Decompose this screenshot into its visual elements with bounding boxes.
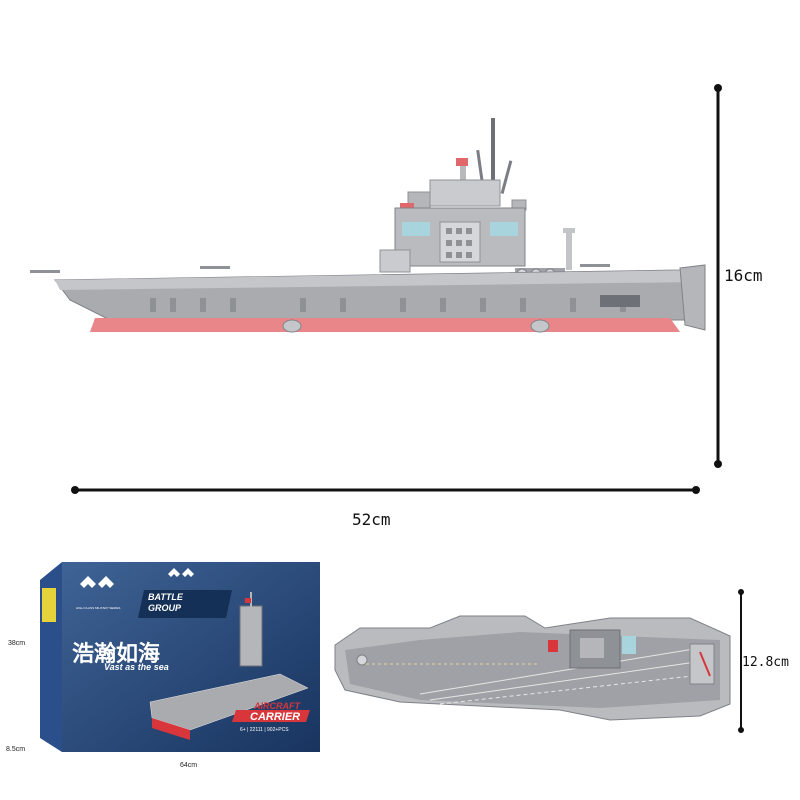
waterline bbox=[90, 318, 680, 332]
box-width-label: 64cm bbox=[180, 762, 198, 769]
deck-width-label: 12.8cm bbox=[742, 655, 789, 670]
box-depth-label: 8.5cm bbox=[6, 746, 26, 753]
box-product-line1: AIRCRAFT bbox=[254, 701, 300, 711]
length-label: 52cm bbox=[352, 510, 391, 529]
box-series-title-2: GROUP bbox=[148, 603, 182, 613]
main-mast bbox=[491, 118, 495, 198]
box-series-title-1: BATTLE bbox=[148, 592, 183, 602]
box-chinese-title: 浩瀚如海 bbox=[72, 641, 161, 667]
box-side-text: CARRIER bbox=[27, 644, 37, 681]
box-spec-line: 6+ | 22111 | 902+PCS bbox=[240, 727, 289, 733]
box-product-line2: CARRIER bbox=[250, 711, 301, 723]
box-slogan: Vast as the sea bbox=[104, 662, 169, 672]
carrier-top-view bbox=[334, 615, 731, 721]
product-box: BATTLE GROUP HIGH CLASS MILITARY SERIES … bbox=[28, 562, 320, 752]
box-brand-sub: HIGH CLASS MILITARY SERIES bbox=[76, 606, 121, 610]
box-height-label: 38cm bbox=[8, 640, 26, 647]
radar-top bbox=[456, 158, 468, 166]
box-art bbox=[40, 562, 320, 752]
height-label: 16cm bbox=[724, 266, 763, 285]
